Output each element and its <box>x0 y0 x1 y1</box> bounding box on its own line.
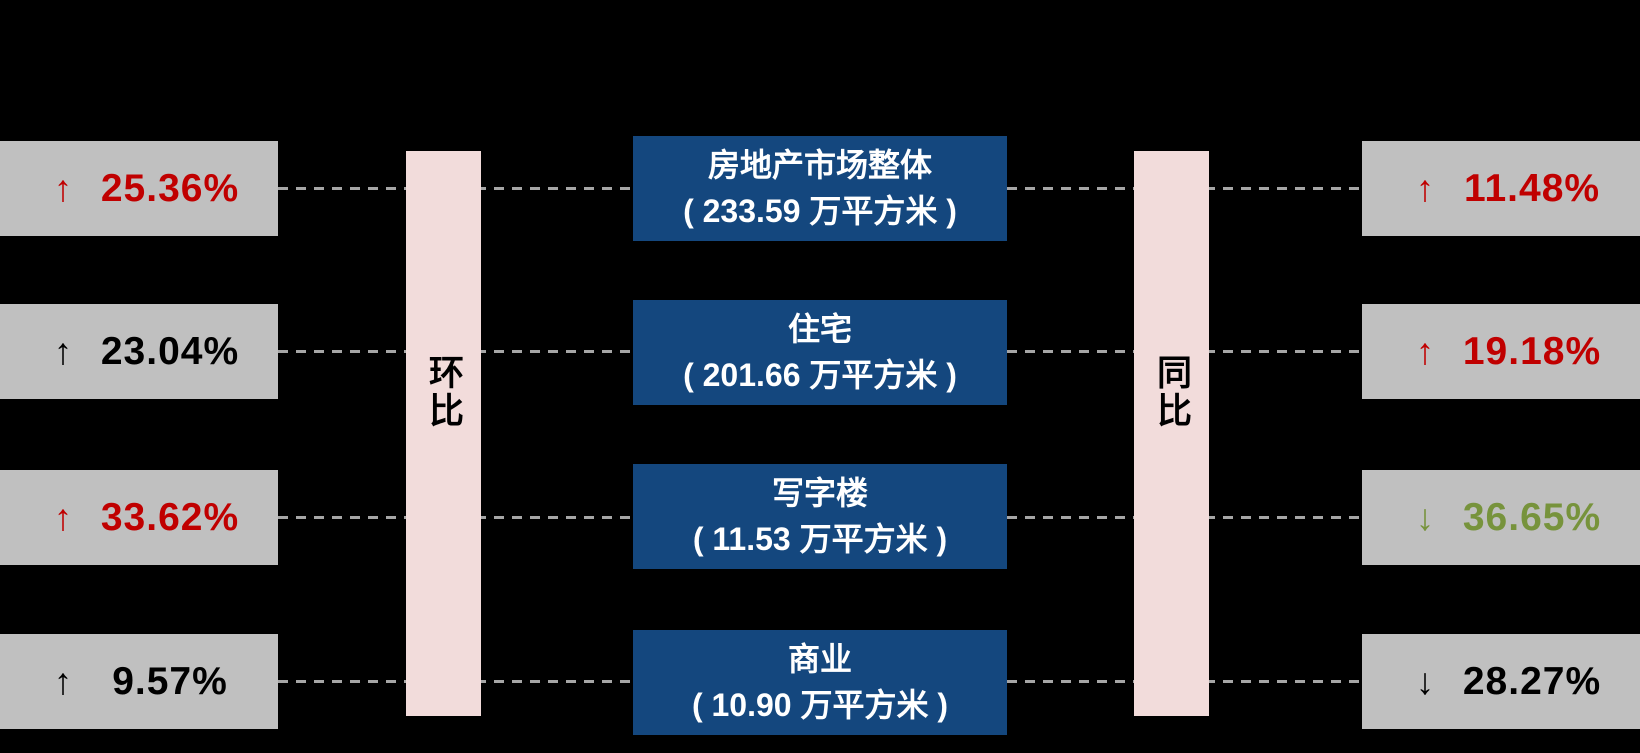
yoy-box-commercial: ↓ 28.27% <box>1362 634 1640 729</box>
up-arrow-icon: ↑ <box>1415 331 1435 372</box>
yoy-percent-value: 19.18% <box>1462 329 1602 373</box>
up-arrow-icon: ↑ <box>53 168 73 209</box>
mom-bar-label: 环比 <box>424 354 463 430</box>
category-box-residential: 住宅 ( 201.66 万平方米 ) <box>633 300 1007 405</box>
up-arrow-icon: ↑ <box>53 331 73 372</box>
category-title: 商业 <box>787 641 852 678</box>
mom-connector-bar: 环比 <box>406 151 481 716</box>
mom-box-overall: ↑ 25.36% <box>0 141 278 236</box>
category-box-overall: 房地产市场整体 ( 233.59 万平方米 ) <box>633 136 1007 241</box>
yoy-box-residential: ↑ 19.18% <box>1362 304 1640 399</box>
category-title: 写字楼 <box>771 475 868 512</box>
down-arrow-icon: ↓ <box>1415 661 1435 702</box>
category-area: ( 10.90 万平方米 ) <box>691 686 949 723</box>
category-area: ( 11.53 万平方米 ) <box>692 520 948 557</box>
category-box-commercial: 商业 ( 10.90 万平方米 ) <box>633 630 1007 735</box>
category-area: ( 233.59 万平方米 ) <box>683 192 957 229</box>
category-title: 房地产市场整体 <box>707 147 932 184</box>
mom-box-residential: ↑ 23.04% <box>0 304 278 399</box>
mom-box-commercial: ↑ 9.57% <box>0 634 278 729</box>
mom-percent-value: 23.04% <box>100 329 240 373</box>
mom-percent-value: 33.62% <box>100 495 240 539</box>
yoy-bar-label: 同比 <box>1152 354 1191 430</box>
mom-percent-value: 25.36% <box>100 166 240 210</box>
category-title: 住宅 <box>787 311 852 348</box>
yoy-percent-value: 11.48% <box>1463 166 1601 210</box>
yoy-connector-bar: 同比 <box>1134 151 1209 716</box>
yoy-percent-value: 28.27% <box>1462 659 1602 703</box>
mom-percent-value: 9.57% <box>112 659 228 703</box>
down-arrow-icon: ↓ <box>1415 497 1435 538</box>
yoy-box-office: ↓ 36.65% <box>1362 470 1640 565</box>
category-area: ( 201.66 万平方米 ) <box>683 356 957 393</box>
mom-box-office: ↑ 33.62% <box>0 470 278 565</box>
yoy-box-overall: ↑ 11.48% <box>1362 141 1640 236</box>
up-arrow-icon: ↑ <box>53 661 73 702</box>
category-box-office: 写字楼 ( 11.53 万平方米 ) <box>633 464 1007 569</box>
up-arrow-icon: ↑ <box>1415 168 1435 209</box>
up-arrow-icon: ↑ <box>53 497 73 538</box>
yoy-percent-value: 36.65% <box>1462 495 1602 539</box>
